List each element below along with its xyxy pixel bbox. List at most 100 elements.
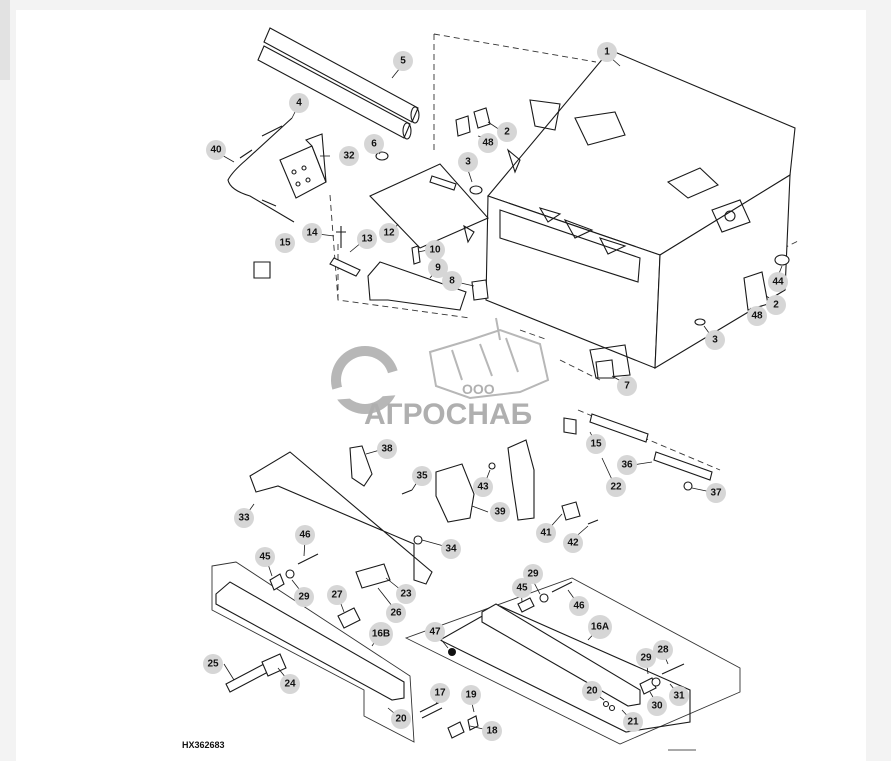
watermark-small-text: ООО	[462, 381, 495, 397]
callout-29: 29	[294, 587, 314, 607]
tray-outline-left	[211, 561, 415, 743]
callout-44: 44	[768, 272, 788, 292]
callout-label: 48	[482, 138, 494, 149]
watermark: ООО АГРОСНАБ	[331, 317, 550, 431]
callout-13: 13	[357, 229, 377, 249]
callout-29: 29	[523, 564, 543, 584]
callout-label: 22	[610, 482, 622, 493]
callout-45: 45	[512, 578, 532, 598]
callout-3: 3	[458, 152, 478, 172]
callout-label: 45	[259, 552, 271, 563]
callout-35: 35	[412, 466, 432, 486]
callout-30: 30	[647, 696, 667, 716]
callout-41: 41	[536, 523, 556, 543]
callout-9: 9	[428, 258, 448, 278]
callout-8: 8	[442, 271, 462, 291]
callout-label: 44	[772, 277, 784, 288]
callout-31: 31	[669, 686, 689, 706]
callout-label: 21	[627, 717, 639, 728]
callout-label: 27	[331, 590, 343, 601]
callout-36: 36	[617, 455, 637, 475]
callout-5: 5	[393, 51, 413, 71]
callout-label: 20	[586, 686, 598, 697]
callout-label: 3	[712, 335, 718, 346]
callout-43: 43	[473, 477, 493, 497]
callout-24: 24	[280, 674, 300, 694]
callout-label: 42	[567, 538, 579, 549]
callout-45: 45	[255, 547, 275, 567]
callout-14: 14	[302, 223, 322, 243]
callout-label: 12	[383, 228, 395, 239]
callout-label: 29	[527, 569, 539, 580]
callout-label: 31	[673, 691, 685, 702]
callout-label: 46	[299, 530, 311, 541]
callout-label: 29	[298, 592, 310, 603]
callout-label: 15	[279, 238, 291, 249]
gear-icon	[331, 346, 399, 414]
callout-label: 19	[465, 690, 477, 701]
callout-label: 5	[400, 56, 406, 67]
callout-28: 28	[653, 640, 673, 660]
callout-33: 33	[234, 508, 254, 528]
callout-42: 42	[563, 533, 583, 553]
callout-label: 16B	[372, 629, 390, 640]
callout-label: 37	[710, 488, 722, 499]
callout-32: 32	[339, 146, 359, 166]
slide-rail-16a	[481, 603, 641, 707]
small-hardware-top	[253, 107, 790, 379]
callout-12: 12	[379, 223, 399, 243]
callout-21: 21	[623, 712, 643, 732]
callout-label: 14	[306, 228, 318, 239]
callout-20: 20	[582, 681, 602, 701]
callout-38: 38	[377, 439, 397, 459]
callout-label: 32	[343, 151, 355, 162]
main-housing	[485, 49, 796, 379]
small-hardware-bottom	[225, 462, 693, 739]
callout-label: 2	[504, 127, 510, 138]
bracket-38	[349, 445, 373, 487]
clip-41	[561, 501, 581, 521]
callout-label: 2	[773, 300, 779, 311]
callout-label: 46	[573, 601, 585, 612]
tractor-icon	[428, 317, 550, 400]
callout-label: 33	[238, 513, 250, 524]
callout-label: 45	[516, 583, 528, 594]
callout-label: 13	[361, 234, 373, 245]
callout-label: 39	[494, 507, 506, 518]
callout-48: 48	[747, 306, 767, 326]
tray-outline-right	[404, 577, 741, 745]
callout-label: 7	[624, 381, 630, 392]
callout-label: 8	[449, 276, 455, 287]
callout-label: 6	[371, 139, 377, 150]
callout-label: 35	[416, 471, 428, 482]
rods	[257, 27, 420, 140]
callout-label: 4	[296, 98, 302, 109]
callout-label: 9	[435, 263, 441, 274]
callout-label: 43	[477, 482, 489, 493]
left-scroll-gutter	[0, 0, 10, 80]
angle-bracket	[279, 133, 327, 199]
strip-36	[653, 451, 713, 481]
callout-17: 17	[430, 683, 450, 703]
callout-label: 36	[621, 460, 633, 471]
callout-label: 40	[210, 145, 222, 156]
callout-18: 18	[482, 721, 502, 741]
callout-23: 23	[396, 584, 416, 604]
callout-label: 23	[400, 589, 412, 600]
callout-48: 48	[478, 133, 498, 153]
callout-label: 1	[604, 47, 610, 58]
callout-26: 26	[386, 603, 406, 623]
callout-27: 27	[327, 585, 347, 605]
bracket-39	[435, 463, 475, 523]
callout-20: 20	[391, 709, 411, 729]
cover-plate	[369, 163, 489, 249]
callout-4: 4	[289, 93, 309, 113]
figure-id: HX362683	[182, 740, 225, 750]
callout-25: 25	[203, 654, 223, 674]
long-rail	[249, 451, 433, 585]
callout-29: 29	[636, 648, 656, 668]
lower-plate	[367, 261, 467, 311]
bracket-22-side	[507, 439, 535, 521]
callout-label: 3	[465, 157, 471, 168]
